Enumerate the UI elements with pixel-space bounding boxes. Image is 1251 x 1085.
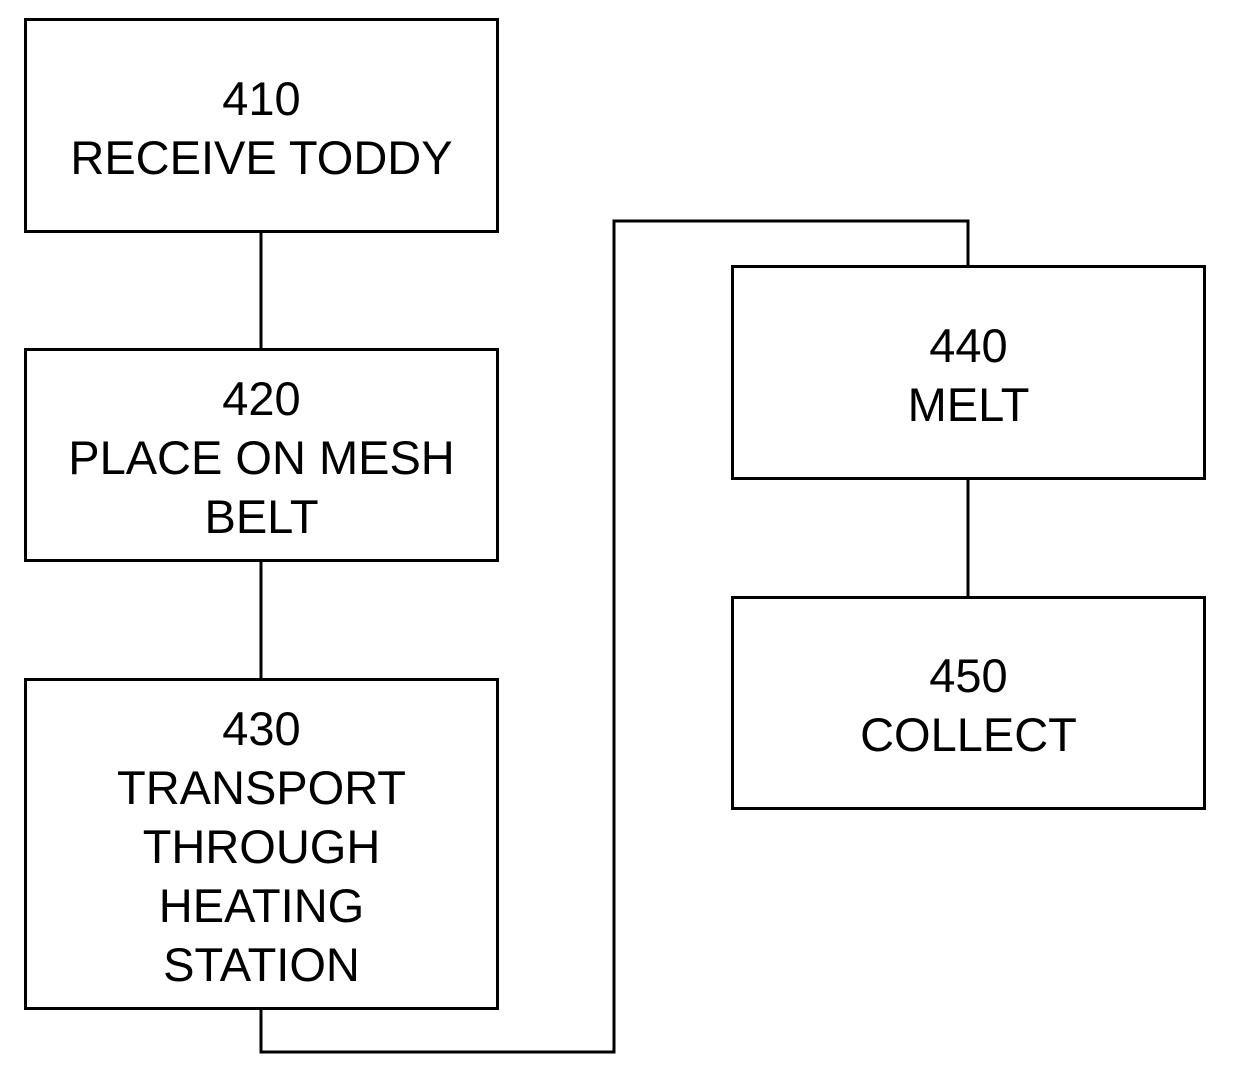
step-430-label-line-3: HEATING — [159, 876, 364, 935]
step-430-number: 430 — [222, 699, 300, 758]
step-440-label-line-1: MELT — [908, 375, 1030, 434]
step-450-number: 450 — [929, 646, 1007, 705]
step-440-melt: 440 MELT — [731, 265, 1206, 480]
step-420-place-on-mesh-belt: 420 PLACE ON MESH BELT — [24, 348, 499, 562]
step-430-transport-through-heating-station: 430 TRANSPORT THROUGH HEATING STATION — [24, 678, 499, 1010]
step-420-number: 420 — [222, 369, 300, 428]
step-410-number: 410 — [222, 69, 300, 128]
step-430-label-line-2: THROUGH — [143, 817, 381, 876]
step-410-receive-toddy: 410 RECEIVE TODDY — [24, 18, 499, 233]
step-420-label-line-2: BELT — [204, 487, 318, 546]
step-450-label-line-1: COLLECT — [860, 705, 1077, 764]
step-420-label-line-1: PLACE ON MESH — [68, 428, 455, 487]
step-430-label-line-4: STATION — [163, 935, 360, 994]
step-430-label-line-1: TRANSPORT — [117, 758, 406, 817]
step-410-label-line-1: RECEIVE TODDY — [70, 128, 452, 187]
step-450-collect: 450 COLLECT — [731, 596, 1206, 810]
step-440-number: 440 — [929, 316, 1007, 375]
